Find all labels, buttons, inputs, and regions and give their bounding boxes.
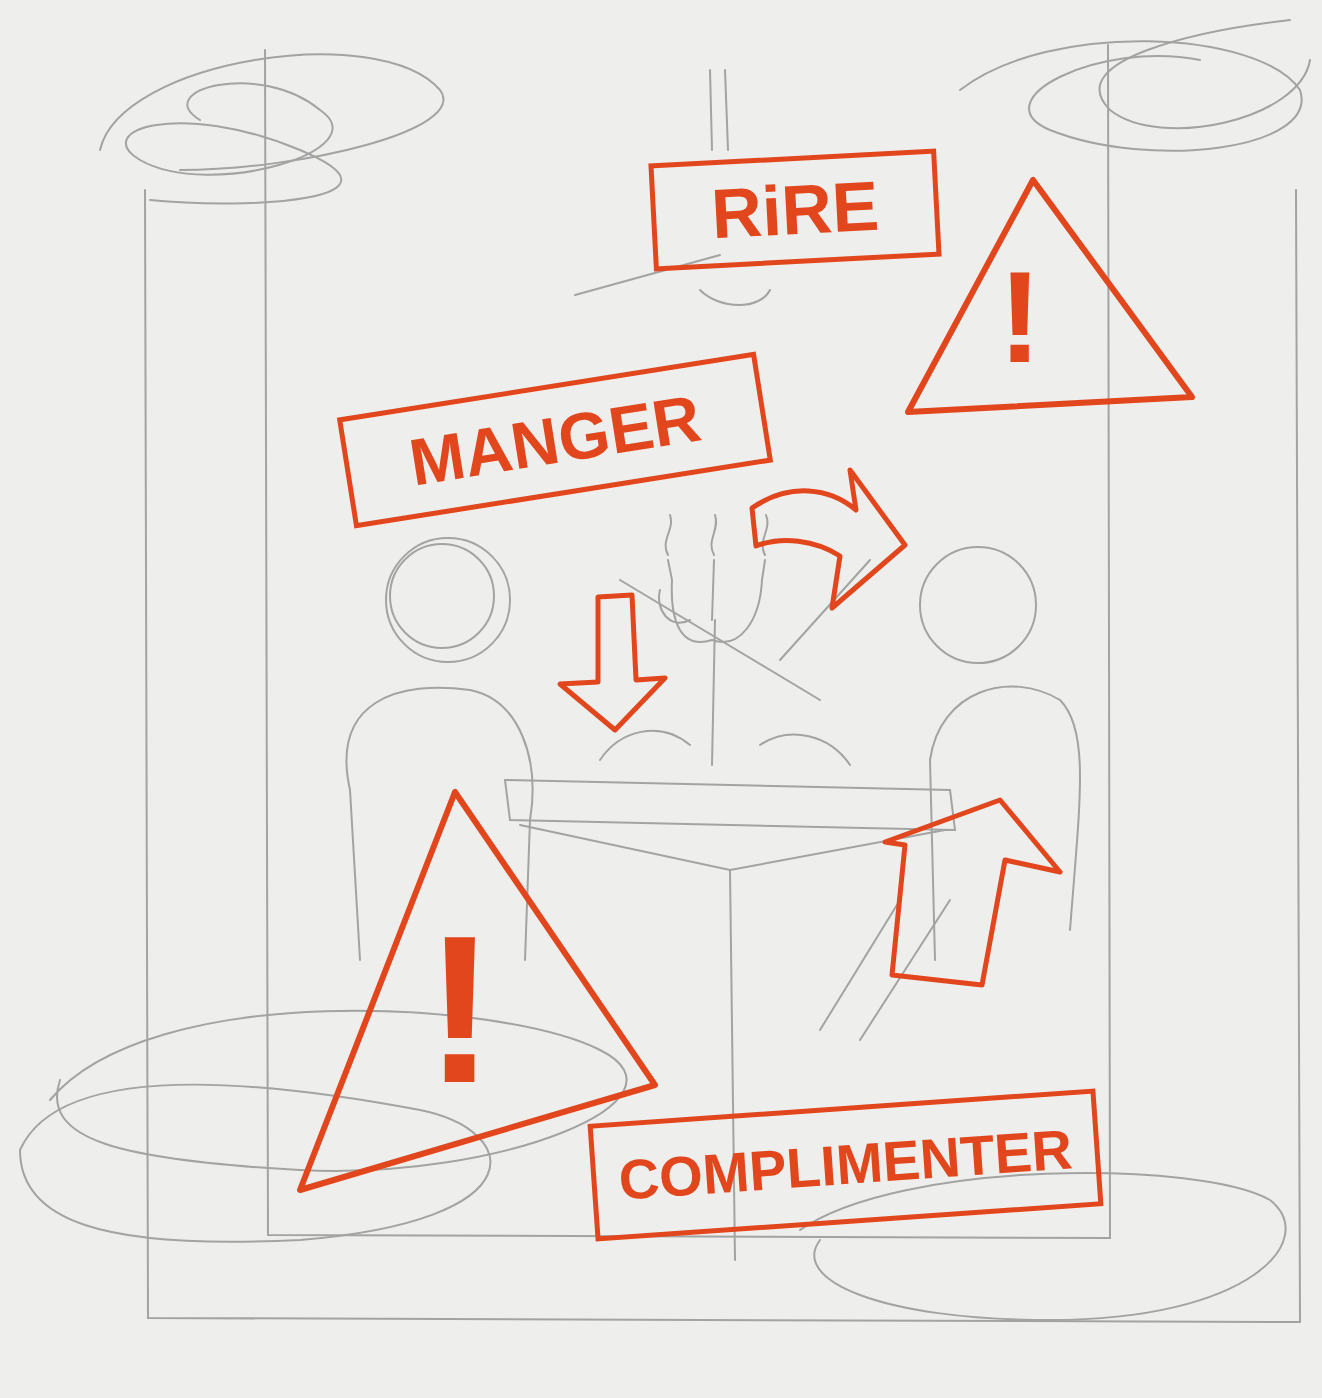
triangle-shape — [300, 792, 655, 1190]
label-text: MANGER — [405, 384, 705, 495]
head — [920, 547, 1036, 663]
warning-mark: ! — [998, 252, 1041, 382]
label-box: MANGER — [337, 352, 773, 529]
plates — [600, 731, 850, 765]
person-right — [930, 687, 1080, 961]
label-box: RiRE — [648, 149, 941, 272]
warning-mark: ! — [425, 905, 495, 1115]
scribble — [126, 83, 341, 203]
scribble — [100, 54, 443, 170]
up-arrow — [885, 800, 1060, 985]
candelabra — [659, 560, 765, 765]
down-arrow — [560, 595, 665, 730]
pencil-lines — [20, 20, 1310, 1322]
triangle-shape — [908, 180, 1192, 412]
head — [386, 538, 510, 662]
head — [390, 544, 494, 648]
label-text: COMPLIMENTER — [616, 1121, 1073, 1209]
warning-triangle: ! — [900, 172, 1200, 422]
label-box: COMPLIMENTER — [587, 1088, 1103, 1241]
outer-frame — [145, 190, 1300, 1322]
label-text: RiRE — [710, 171, 881, 250]
pencil-strokes — [620, 560, 950, 1040]
curved-arrow — [752, 470, 905, 608]
arrows — [560, 470, 1060, 985]
warning-triangle: ! — [290, 785, 665, 1210]
triangle-outline — [900, 172, 1200, 422]
scribble — [800, 1173, 1286, 1320]
scribble — [1100, 20, 1310, 128]
inner-frame — [265, 45, 1110, 1238]
scribble — [20, 1085, 490, 1242]
